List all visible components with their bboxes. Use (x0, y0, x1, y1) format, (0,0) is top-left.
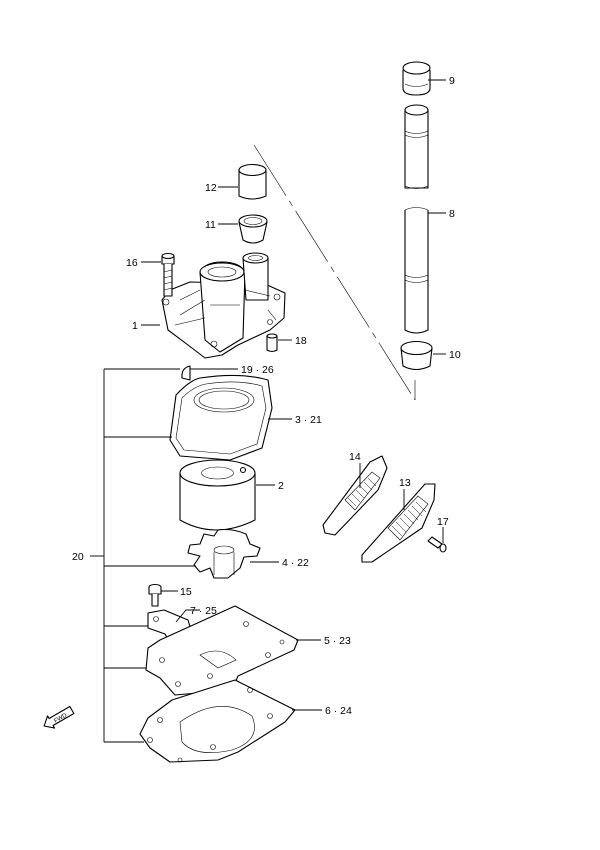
callout-4: 4 · 22 (282, 557, 309, 569)
callout-11: 11 (205, 219, 216, 231)
callout-8: 8 (449, 208, 455, 220)
callout-14: 14 (349, 451, 361, 463)
guide-12 (238, 163, 267, 200)
callout-12: 12 (205, 182, 217, 194)
impeller-liner-2 (179, 459, 256, 531)
o-ring-3 (169, 374, 273, 461)
key-19 (181, 365, 191, 381)
callout-19: 19 · 26 (241, 364, 274, 376)
seal-11 (238, 214, 268, 244)
callout-labels: 9 8 10 12 11 16 1 18 19 · 26 3 · 21 2 4 … (72, 75, 461, 717)
grommet-9 (402, 61, 431, 96)
callout-13: 13 (399, 477, 411, 489)
callout-10: 10 (449, 349, 461, 361)
water-tube-assembly (253, 61, 433, 401)
fwd-arrow: FWD (43, 705, 75, 729)
callout-2: 2 (278, 480, 284, 492)
callout-7: 7 · 25 (190, 605, 217, 617)
strainer-14 (322, 455, 388, 536)
bolt-16 (161, 252, 175, 297)
impeller-4 (187, 528, 261, 579)
callout-3: 3 · 21 (295, 414, 322, 426)
bolt-15 (148, 583, 162, 607)
callout-18: 18 (295, 335, 307, 347)
strainer-13 (361, 483, 436, 563)
callout-1: 1 (132, 320, 138, 332)
leader-lines (90, 79, 446, 743)
gasket-6 (139, 679, 296, 763)
callout-15: 15 (180, 586, 192, 598)
callout-6: 6 · 24 (325, 705, 352, 717)
water-tube-8 (404, 104, 429, 334)
callout-20: 20 (72, 551, 84, 563)
screw-17 (427, 536, 447, 553)
pump-case-1 (161, 252, 286, 359)
callout-17: 17 (437, 516, 449, 528)
callout-16: 16 (126, 257, 138, 269)
pin-18 (266, 333, 278, 353)
callout-9: 9 (449, 75, 455, 87)
callout-5: 5 · 23 (324, 635, 351, 647)
grommet-10 (400, 340, 433, 371)
